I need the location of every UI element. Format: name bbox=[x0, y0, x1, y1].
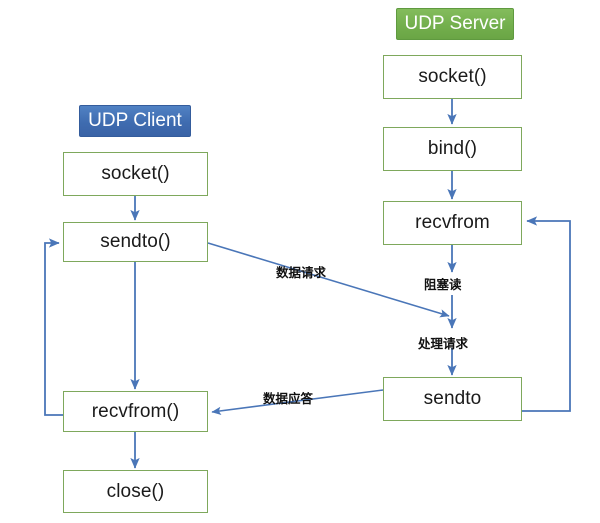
server-node-sendto[interactable]: sendto bbox=[383, 377, 522, 421]
server-title-badge: UDP Server bbox=[396, 8, 514, 40]
server-title-label: UDP Server bbox=[404, 13, 506, 34]
client-node-socket-label: socket() bbox=[101, 163, 170, 184]
client-node-sendto[interactable]: sendto() bbox=[63, 222, 208, 262]
client-node-recvfrom[interactable]: recvfrom() bbox=[63, 391, 208, 432]
client-node-socket[interactable]: socket() bbox=[63, 152, 208, 196]
server-node-sendto-label: sendto bbox=[423, 388, 482, 409]
server-node-socket[interactable]: socket() bbox=[383, 55, 522, 99]
client-title-label: UDP Client bbox=[88, 110, 182, 131]
server-node-socket-label: socket() bbox=[418, 66, 487, 87]
client-title-badge: UDP Client bbox=[79, 105, 191, 137]
server-node-bind[interactable]: bind() bbox=[383, 127, 522, 171]
edge-label-process-request: 处理请求 bbox=[418, 336, 469, 351]
arrow-server-loop-sendto-to-recvfrom bbox=[522, 216, 571, 412]
arrow-client-loop-recvfrom-to-sendto bbox=[44, 238, 63, 416]
client-node-close[interactable]: close() bbox=[63, 470, 208, 513]
arrow-data-request bbox=[207, 242, 450, 318]
edge-label-data-request: 数据请求 bbox=[276, 265, 327, 280]
client-node-recvfrom-label: recvfrom() bbox=[91, 400, 180, 422]
server-node-recvfrom[interactable]: recvfrom bbox=[383, 201, 522, 245]
edge-label-data-response: 数据应答 bbox=[263, 391, 314, 406]
server-node-bind-label: bind() bbox=[427, 138, 478, 159]
server-node-recvfrom-label: recvfrom bbox=[415, 212, 490, 233]
edge-label-blocking-read: 阻塞读 bbox=[424, 277, 462, 292]
client-node-close-label: close() bbox=[106, 480, 165, 502]
client-node-sendto-label: sendto() bbox=[100, 231, 171, 252]
